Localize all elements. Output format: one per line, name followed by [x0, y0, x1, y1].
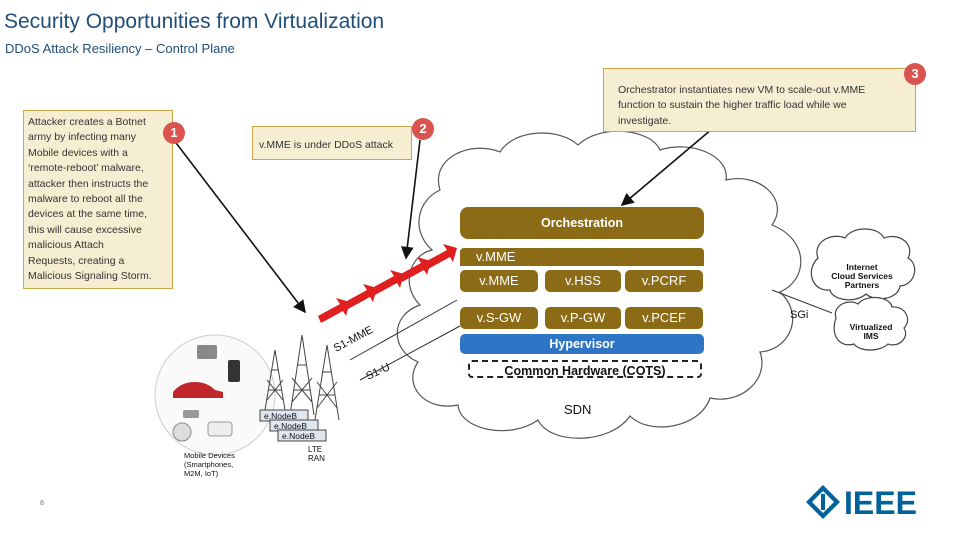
internet-partners-cloud: [810, 228, 916, 301]
callout-1-line: Malicious Signaling Storm.: [28, 270, 152, 283]
callout-3-line: Orchestrator instantiates new VM to scal…: [618, 84, 866, 96]
callout-1-line: this will cause excessive: [28, 223, 142, 236]
slide-subtitle: DDoS Attack Resiliency – Control Plane: [5, 41, 235, 56]
callout-1-line: ‘remote-reboot’ malware,: [28, 162, 144, 175]
slide-title: Security Opportunities from Virtualizati…: [4, 10, 385, 33]
partners-label: Partners: [845, 280, 880, 290]
sgi-link: [771, 289, 833, 314]
callout-1-line: Attacker creates a Botnet: [28, 116, 146, 128]
connected-car-icon: [173, 382, 223, 398]
callout-1-line: Mobile devices with a: [28, 146, 128, 159]
callout-1-line: devices at the same time,: [28, 208, 148, 221]
botnet-callout: Attacker creates a Botnet army by infect…: [23, 110, 173, 289]
s1-mme-link: [349, 299, 458, 361]
virtualized-label: Virtualized: [850, 322, 893, 332]
meter-icon: [172, 422, 192, 442]
sdn-label: SDN: [564, 402, 592, 417]
callout-3-line: investigate.: [618, 114, 672, 127]
s1-u-link: [359, 325, 461, 381]
virtualized-ims-cloud: [833, 297, 909, 351]
slide-number: 8: [40, 500, 44, 507]
internet-label: Internet: [846, 262, 877, 272]
callout-3-line: function to sustain the higher traffic l…: [618, 99, 847, 112]
callout-1-line: army by infecting many: [28, 131, 136, 144]
cloud-services-label: Cloud Services: [831, 271, 893, 281]
nf-vsgw: v.S-GW: [460, 307, 538, 329]
attack-arrows: [318, 244, 457, 323]
hardware-bar: Common Hardware (COTS): [468, 360, 702, 378]
devices-caption-2: (Smartphones,: [184, 460, 233, 469]
botnet-arrow: [169, 134, 306, 314]
enodeb-3-label: e.NodeB: [282, 431, 315, 441]
ieee-logo: IEEE: [806, 485, 917, 521]
camera-icon: [183, 410, 199, 418]
nf-vpgw: v.P-GW: [545, 307, 621, 329]
lte-label: LTE: [308, 445, 322, 454]
callout-1-line: malware to reboot all the: [28, 193, 143, 206]
smartphone-icon: [228, 360, 240, 382]
phone-icon: [207, 421, 233, 437]
enodeb-1-label: e.NodeB: [264, 411, 297, 421]
hypervisor-bar: Hypervisor: [460, 334, 704, 354]
nf-vpcrf: v.PCRF: [625, 270, 703, 292]
orchestration-box: Orchestration: [460, 207, 704, 239]
vmme-header: v.MME: [460, 248, 704, 266]
cell-towers: [264, 334, 340, 421]
callout-1-line: malicious Attach: [28, 239, 104, 252]
nf-vhss: v.HSS: [545, 270, 621, 292]
callout-1-line: Requests, creating a: [28, 254, 125, 267]
ims-label: IMS: [863, 331, 878, 341]
nf-vmme: v.MME: [460, 270, 538, 292]
ieee-logo-text: IEEE: [844, 485, 917, 521]
enodeb-2-label: e.NodeB: [274, 421, 307, 431]
scale-out-callout: Orchestrator instantiates new VM to scal…: [603, 68, 916, 132]
nf-vpcef: v.PCEF: [625, 307, 703, 329]
scale-out-arrow: [620, 117, 726, 207]
sgi-label: SGi: [790, 309, 809, 321]
callout-1-line: attacker then instructs the: [28, 177, 149, 190]
step-2-badge: 2: [412, 118, 434, 140]
enodeb-stack: e.NodeB e.NodeB e.NodeB: [259, 409, 327, 442]
ran-label: RAN: [308, 454, 325, 463]
devices-caption-3: M2M, IoT): [184, 469, 219, 478]
ddos-callout: v.MME is under DDoS attack: [252, 126, 412, 160]
ddos-arrow: [400, 139, 421, 260]
s1-u-label: S1-U: [364, 361, 392, 382]
devices-caption-1: Mobile Devices: [184, 451, 235, 460]
step-3-badge: 3: [904, 63, 926, 85]
step-1-badge: 1: [163, 122, 185, 144]
tablet-icon: [197, 345, 217, 359]
